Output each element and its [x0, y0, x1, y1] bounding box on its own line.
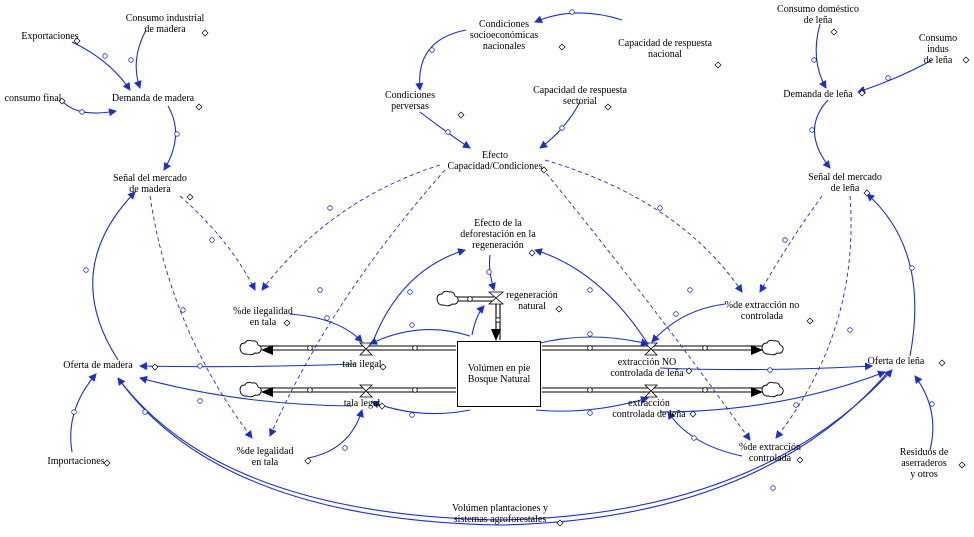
var-regeneracion-natural: regeneración natural: [506, 290, 558, 312]
var-extraccion-no-controlada: extracción NO controlada de leña: [610, 357, 684, 379]
link-ilegalidad-tala: [289, 313, 363, 343]
dash-efecto-extraccion-controlada: [541, 167, 751, 441]
link-oferta-lena-senal: [866, 193, 916, 357]
link-legalidad-tala: [307, 409, 364, 459]
link-exportaciones-demanda: [71, 41, 131, 91]
link-tala-ilegal-oferta: [139, 362, 356, 371]
link-stock-tala-legal: [371, 400, 471, 415]
valve-extraccion-no: [644, 342, 658, 356]
dash-senal-legalidad: [149, 195, 253, 439]
cloud-extraccion-controlada-icon: [761, 381, 784, 398]
link-capacidad-nacional-condiciones: [534, 12, 623, 23]
cloud-tala-legal-icon: [239, 381, 262, 398]
var-efecto-capacidad-condiciones: Efecto Capacidad/Condiciones: [447, 150, 543, 172]
dash-efecto-ilegalidad: [261, 164, 441, 291]
pipe-dots: [307, 296, 708, 393]
var-tala-ilegal: tala ilegal: [342, 359, 382, 370]
dash-senal-lena-extraccion-controlada: [775, 195, 852, 439]
link-dots: [71, 9, 935, 491]
dash-senal-ilegalidad: [179, 195, 256, 291]
var-tala-legal: tala legal: [343, 398, 381, 409]
link-plantaciones-oferta-lena: [117, 369, 893, 521]
var-volumen-plantaciones: Volúmen plantaciones y sistemas agrofore…: [452, 503, 548, 525]
var-extraccion-controlada: extracción controlada de leña: [612, 398, 686, 420]
var-capacidad-respuesta-sectorial: Capacidad de respuesta sectorial: [533, 85, 627, 107]
link-residuos-oferta-lena: [914, 375, 934, 451]
dash-efecto-extraccion-no: [544, 159, 743, 293]
var-consumo-domestico-lena: Consumo doméstico de leña: [777, 4, 859, 26]
var-pct-extraccion-controlada: %de extracción controlada: [739, 442, 801, 464]
flow-valves: [359, 291, 658, 398]
var-demanda-lena: Demanda de leña: [783, 89, 853, 100]
link-tala-legal-oferta: [139, 375, 353, 407]
link-extraccion-efecto-deforestacion: [534, 248, 649, 345]
link-consumo-industrial-demanda: [133, 29, 147, 89]
var-consumo-industrial-lena: Consumo indus de leña: [918, 33, 958, 66]
dashed-links: [149, 159, 852, 441]
dash-senal-lena-extraccion-no: [759, 195, 823, 293]
var-senal-mercado-lena: Señal del mercado de leña: [808, 172, 882, 194]
var-importaciones: Importaciones: [47, 456, 105, 467]
var-efecto-deforestacion: Efecto de la deforestación en la regener…: [460, 218, 536, 251]
var-oferta-madera: Oferta de madera: [63, 360, 133, 371]
var-condiciones-socioeconomicas: Condiciones socioeconómicas nacionales: [469, 19, 539, 52]
var-capacidad-respuesta-nacional: Capacidad de respuesta nacional: [618, 38, 712, 60]
link-demanda-senal: [163, 105, 177, 171]
var-consumo-industrial-madera: Consumo industrial de madera: [125, 13, 205, 35]
link-extraccion-no-oferta-lena: [659, 362, 873, 371]
link-plantaciones-ofertas: [117, 371, 889, 526]
cloud-tala-ilegal-icon: [239, 339, 262, 356]
dash-efecto-legalidad: [269, 169, 446, 437]
var-oferta-lena: Oferta de leña: [867, 356, 925, 367]
link-sectorial-efecto: [539, 101, 581, 149]
link-consumo-domestico-demanda: [815, 23, 827, 89]
link-tala-efecto-deforestacion: [371, 248, 466, 345]
stock-label: Volúmen en pie Bosque Natural: [467, 363, 531, 385]
var-exportaciones: Exportaciones: [21, 31, 79, 42]
link-stock-tala-ilegal: [369, 329, 471, 345]
cloud-extraccion-no-icon: [761, 339, 784, 356]
var-consumo-final: consumo final: [4, 93, 62, 104]
var-pct-legalidad-tala: %de legalidad en tala: [236, 446, 294, 468]
link-demanda-lena-senal: [813, 99, 831, 169]
link-oferta-senal-madera: [92, 191, 136, 361]
valve-tala-ilegal: [359, 342, 373, 356]
link-stock-extraccion-controlada: [535, 396, 649, 412]
link-consumo-final-demanda: [61, 100, 117, 117]
var-demanda-madera: Demanda de madera: [111, 93, 195, 104]
link-stock-extraccion-no: [535, 336, 649, 347]
valve-tala-legal: [359, 384, 373, 398]
variable-markers: [58, 28, 970, 527]
clouds: [239, 290, 784, 398]
cloud-regeneracion-icon: [436, 290, 459, 307]
link-pct-extraccion-controlada: [667, 411, 743, 457]
var-pct-ilegalidad-tala: %de ilegalidad en tala: [233, 306, 293, 328]
valve-regeneracion: [487, 291, 505, 305]
link-extraccion-controlada-oferta-lena: [659, 370, 886, 413]
link-pct-extraccion-no: [651, 303, 726, 343]
link-consumo-industrial-lena-demanda: [857, 59, 933, 94]
valve-extraccion-controlada: [644, 384, 658, 398]
var-senal-mercado-madera: Señal del mercado de madera: [113, 173, 187, 195]
var-condiciones-perversas: Condiciones perversas: [385, 90, 435, 112]
var-pct-extraccion-no-controlada: %de extracción no controlada: [724, 300, 800, 322]
link-stock-regeneracion: [471, 305, 485, 336]
var-residuos-aserraderos: Residuos de aserraderos y otros: [899, 447, 949, 480]
stock-volumen-bosque: Volúmen en pie Bosque Natural: [457, 341, 541, 407]
link-socio-perversas: [415, 29, 467, 91]
link-perversas-efecto: [419, 111, 471, 149]
